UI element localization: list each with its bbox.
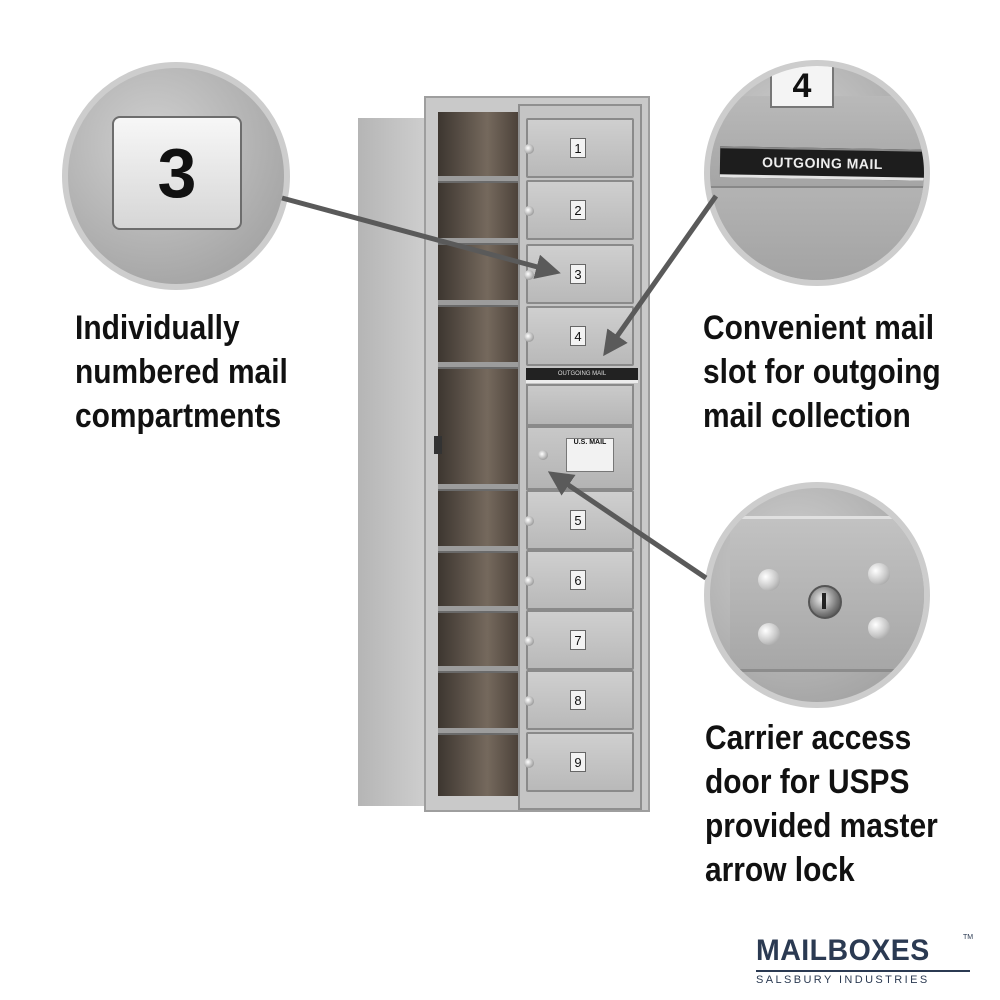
lock-icon [524,270,534,280]
lock-icon [524,576,534,586]
outgoing-mail-slot: OUTGOING MAIL [719,146,924,181]
lock-icon [524,206,534,216]
lock-icon [524,516,534,526]
compartment-number: 1 [570,138,586,158]
compartment-door: 6 [524,550,634,610]
callout-line: numbered mail [75,353,288,391]
zoom-outgoing-slot: 4 OUTGOING MAIL [704,60,930,286]
lock-icon [524,636,534,646]
outgoing-label: OUTGOING MAIL [761,153,884,173]
rivet-icon [758,569,780,591]
callout-line: mail collection [703,397,911,435]
lock-icon [524,332,534,342]
zoom-carrier-lock [704,482,930,708]
panel [710,188,924,280]
shelf [438,300,520,307]
compartment-number: 9 [570,752,586,772]
rivet-icon [868,617,890,639]
compartment-number: 7 [570,630,586,650]
compartment-door: 1 [524,118,634,178]
outgoing-slot-label: OUTGOING MAIL [557,371,607,377]
compartment-door: 7 [524,610,634,670]
lock-icon [524,144,534,154]
callout-carrier-door: Carrier access door for USPS provided ma… [705,716,938,892]
shelf [438,666,520,673]
compartment-number: 2 [570,200,586,220]
compartment-door: 4 [524,306,634,366]
rivet-icon [868,563,890,585]
zoom-compartment-number: 3 [62,62,290,290]
mailboxes-logo: MAILBOXES TM SALSBURY INDUSTRIES [756,934,976,994]
compartment-door: 2 [524,180,634,240]
shelf [438,176,520,183]
blank-panel [526,384,634,426]
compartment-door: 9 [524,732,634,792]
side-panel [358,118,428,806]
logo-trademark: TM [963,934,974,941]
shelf [438,546,520,553]
rivet-icon [758,623,780,645]
logo-company: SALSBURY INDUSTRIES [756,974,930,986]
compartment-number: 3 [570,264,586,284]
arrow-lock-icon [538,450,548,460]
door-latch [434,436,442,454]
number-plate: 3 [112,116,242,230]
callout-line: Individually [75,309,240,347]
arrow-lock-icon [808,585,842,619]
compartment-door: 5 [524,490,634,550]
callout-line: slot for outgoing [703,353,941,391]
callout-line: compartments [75,397,282,435]
lock-icon [524,758,534,768]
compartment-door: 8 [524,670,634,730]
mailbox-unit: 1 2 3 4 OUTGOING MAIL U.S. MAIL 5 6 7 8 … [358,96,650,818]
shelf [438,606,520,613]
callout-line: Convenient mail [703,309,935,347]
compartment-number: 5 [570,510,586,530]
shelf [438,484,520,491]
compartment-number: 6 [570,570,586,590]
carrier-access-door: U.S. MAIL [526,426,634,490]
compartment-number: 4 [570,326,586,346]
compartment-door: 3 [524,244,634,304]
callout-line: provided master [705,807,938,845]
callout-line: Carrier access [705,719,912,757]
carrier-door-panel [730,516,924,672]
callout-line: door for USPS [705,763,910,801]
us-mail-label: U.S. MAIL [566,438,614,472]
callout-compartments: Individually numbered mail compartments [75,306,288,438]
lock-icon [524,696,534,706]
open-interior [438,112,520,796]
callout-outgoing-slot: Convenient mail slot for outgoing mail c… [703,306,941,438]
outgoing-mail-slot: OUTGOING MAIL [526,368,638,383]
shelf [438,238,520,245]
number-plate: 4 [770,66,834,108]
callout-line: arrow lock [705,851,855,889]
logo-rule [756,970,970,972]
shelf [438,362,520,369]
compartment-number: 8 [570,690,586,710]
shelf [438,728,520,735]
logo-name: MAILBOXES [756,934,930,967]
